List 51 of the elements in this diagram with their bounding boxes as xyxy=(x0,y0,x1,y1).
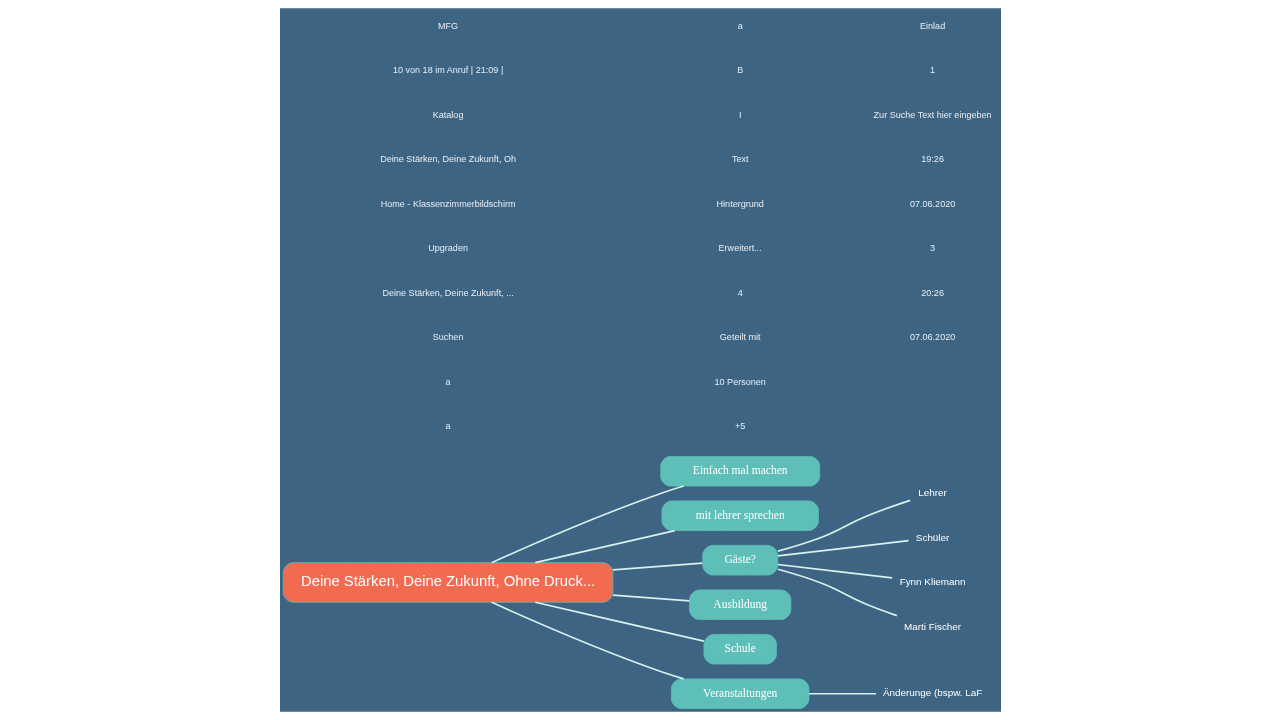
node-text: Lehrer xyxy=(917,487,947,499)
label: 1 xyxy=(929,65,935,76)
label: +5 xyxy=(734,421,745,432)
connector xyxy=(490,601,684,680)
label: Upgraden xyxy=(427,243,468,254)
label: Deine Stärken, Deine Zukunft, ... xyxy=(381,287,514,298)
label: Einlad xyxy=(919,20,945,31)
label: I xyxy=(738,109,741,120)
label: 10 Personen xyxy=(714,376,766,387)
connector xyxy=(776,563,893,579)
connector xyxy=(533,601,705,642)
label: Zur Suche Text hier eingeben xyxy=(873,109,992,120)
node-box: Deine Stärken, Deine Zukunft, Ohne Druck... xyxy=(282,562,613,603)
node-box: Einfach mal machen xyxy=(659,456,820,487)
node-box: Schule xyxy=(703,634,777,665)
node-box: mit lehrer sprechen xyxy=(661,500,819,531)
label: 10 von 18 im Anruf | 21:09 | xyxy=(392,65,503,76)
connector xyxy=(611,594,690,602)
connector xyxy=(490,485,684,564)
label: 20:26 xyxy=(920,287,944,298)
label: 19:26 xyxy=(920,154,944,165)
label: Suchen xyxy=(432,332,463,343)
label: Erweitert... xyxy=(718,243,762,254)
label: Home - Klassenzimmerbildschirm xyxy=(380,198,515,209)
label: Text xyxy=(731,154,748,165)
label: 4 xyxy=(737,287,743,298)
connector xyxy=(807,692,877,695)
label: 07.06.2020 xyxy=(909,198,955,209)
label: B xyxy=(736,65,743,76)
node-box: Veranstaltungen xyxy=(670,678,809,709)
label: 07.06.2020 xyxy=(909,332,955,343)
label: MFG xyxy=(437,20,458,31)
connector xyxy=(533,529,676,564)
label: Katalog xyxy=(432,109,463,120)
node-text: Marti Fischer xyxy=(903,620,961,632)
node-text: Fynn Kliemann xyxy=(899,576,966,588)
label: Hintergrund xyxy=(716,198,764,209)
node-box: Ausbildung xyxy=(688,589,791,620)
label: a xyxy=(445,376,451,387)
node-box: Gäste? xyxy=(701,545,778,576)
label: a xyxy=(737,20,743,31)
label: a xyxy=(445,421,451,432)
label: 3 xyxy=(929,243,935,254)
node-text: Änderunge (bspw. LaF xyxy=(882,687,982,699)
connector xyxy=(776,499,911,552)
label: Deine Stärken, Deine Zukunft, Oh xyxy=(379,154,516,165)
connector xyxy=(611,562,703,571)
connector xyxy=(776,539,909,557)
connector xyxy=(776,568,898,617)
label: Geteilt mit xyxy=(719,332,761,343)
node-text: Schüler xyxy=(915,531,949,543)
